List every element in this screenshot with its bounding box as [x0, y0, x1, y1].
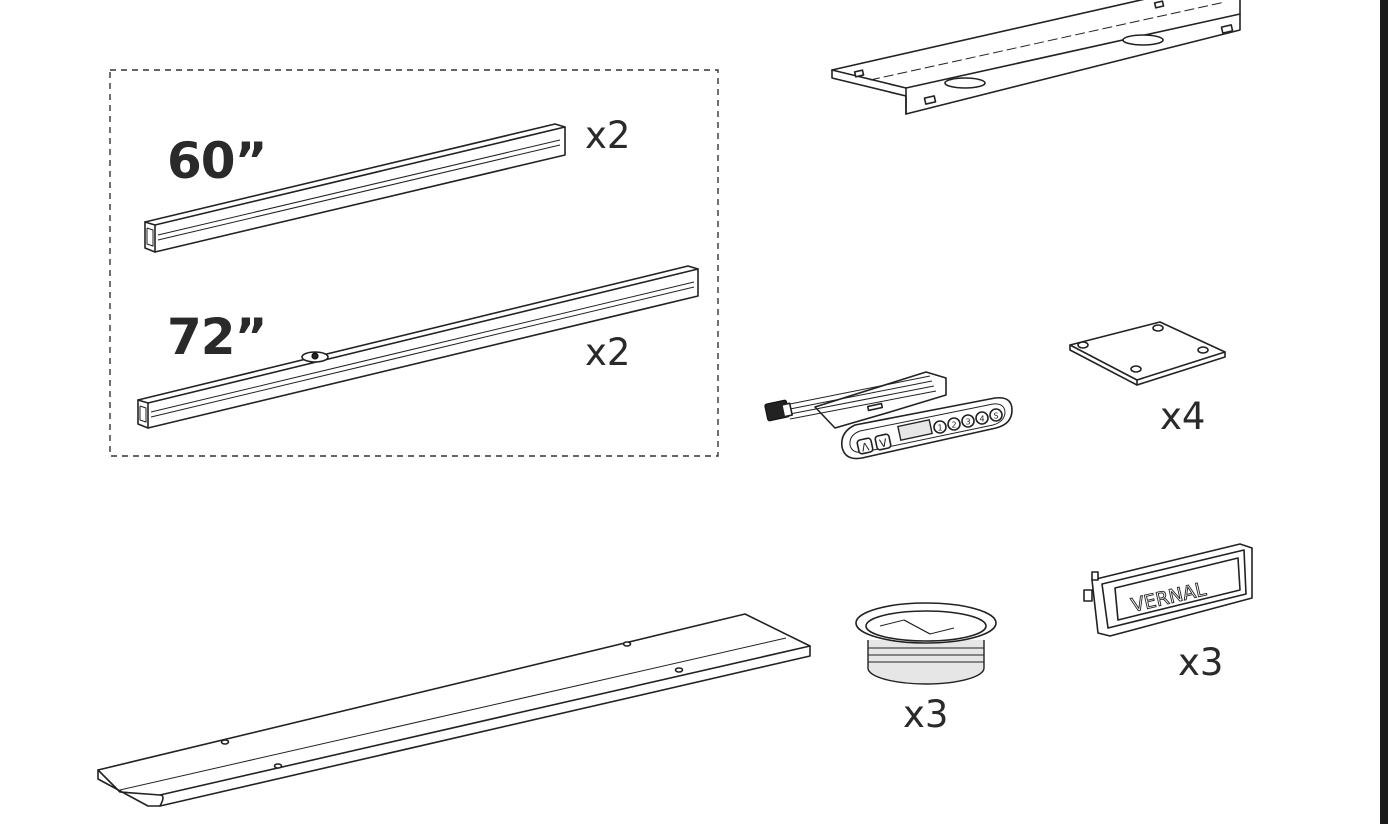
beam-60-length-label: 60”	[167, 132, 267, 190]
preset-key-label: 1	[937, 424, 942, 433]
crossbeam-60-illustration	[144, 123, 566, 253]
grommet-quantity-label: x3	[903, 693, 949, 736]
control-panel-illustration: Λ V 1 2 3 4 S	[764, 371, 1013, 460]
controller-preset-keys: 1 2 3 4 S	[933, 408, 1003, 434]
preset-key-label: 4	[979, 415, 984, 424]
mount-plate-quantity-label: x4	[1160, 395, 1206, 438]
mounting-plate-illustration	[1069, 321, 1226, 386]
controller-down-key-label: V	[878, 436, 889, 450]
beam-72-quantity-label: x2	[585, 331, 631, 374]
controller-up-key-label: Λ	[860, 440, 871, 454]
cable-tray-illustration	[97, 613, 811, 807]
preset-key-label: S	[993, 412, 998, 421]
grommet-illustration	[855, 602, 997, 685]
logo-cap-quantity-label: x3	[1178, 641, 1224, 684]
preset-key-label: 3	[965, 418, 970, 427]
beam-60-quantity-label: x2	[585, 114, 631, 157]
crossbeam-group-box	[109, 69, 719, 457]
preset-key-label: 2	[951, 421, 956, 430]
right-edge-bar	[1380, 0, 1388, 824]
logo-cap-illustration: VERNAL	[1083, 543, 1253, 637]
crossbeam-72-illustration	[137, 265, 699, 429]
mounting-bracket-illustration	[831, 0, 1241, 115]
beam-72-length-label: 72”	[167, 308, 267, 366]
